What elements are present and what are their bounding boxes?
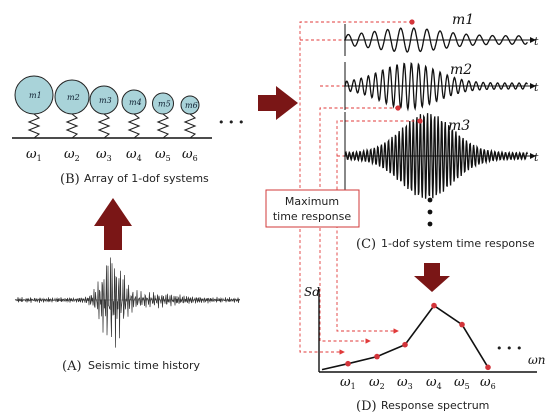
mass-label-4: m4 [129, 98, 142, 107]
seismic-signal [14, 257, 240, 348]
spectrum-tick-6: ω6 [480, 375, 496, 391]
spring-5 [156, 113, 170, 139]
right-arrow [258, 86, 298, 120]
frequency-label-4: ω4 [126, 147, 142, 163]
mass-array-ellipsis: • • • [218, 116, 244, 129]
continuation-dots [427, 197, 433, 227]
spring-4 [127, 113, 141, 139]
caption-b-text: Array of 1-dof systems [84, 172, 209, 185]
response-label-m3: m3 [448, 118, 470, 134]
spectrum-tick-1: ω1 [340, 375, 356, 391]
spring-6 [183, 113, 197, 139]
time-responses [344, 19, 536, 200]
response-m1-wave [344, 27, 528, 53]
max-response-text-line1: Maximum [285, 195, 339, 208]
caption-c-text: 1-dof system time response [381, 237, 535, 250]
spectrum-tick-3: ω3 [397, 375, 413, 391]
frequency-label-1: ω1 [26, 147, 42, 163]
spring-1 [27, 113, 41, 139]
dashed-connectors [299, 21, 420, 355]
spectrum-tick-2: ω2 [369, 375, 385, 391]
mass-array: m1 ω1 m2 ω2 m3 ω3 m4 ω4 m5 ω5 m6 ω6 [14, 75, 200, 163]
frequency-label-3: ω3 [96, 147, 112, 163]
max-response-text-line2: time response [273, 210, 352, 223]
response-label-m1: m1 [452, 12, 474, 28]
spectrum-line [347, 304, 489, 368]
response-axis-t-1: t [534, 35, 539, 48]
spectrum-point-6 [485, 364, 491, 371]
connector-m1 [299, 21, 412, 355]
spectrum-ylabel: Sd [304, 285, 320, 299]
response-m2-axis-arrow [530, 83, 536, 89]
spectrum-ellipsis: • • • [496, 342, 522, 355]
frequency-label-2: ω2 [64, 147, 80, 163]
spring-3 [97, 113, 111, 139]
response-m1-axis-arrow [530, 37, 536, 43]
spectrum-line-start [321, 362, 349, 371]
max-response-box [265, 189, 360, 228]
caption-b-letter: (B) [60, 172, 80, 187]
mass-label-1: m1 [29, 91, 42, 100]
response-label-m2: m2 [450, 62, 472, 78]
spectrum-chart: ω1 ω2 ω3 ω4 ω5 ω6 [321, 302, 496, 391]
spectrum-tick-4: ω4 [426, 375, 442, 391]
up-arrow [94, 198, 132, 250]
spectrum-point-1 [345, 360, 351, 367]
mass-label-3: m3 [99, 96, 112, 105]
frequency-label-6: ω6 [182, 147, 198, 163]
response-axis-t-3: t [534, 151, 539, 164]
mass-label-6: m6 [185, 101, 198, 110]
response-axis-t-2: t [534, 81, 539, 94]
spectrum-xlabel: ωn [528, 353, 546, 367]
mass-label-2: m2 [67, 93, 80, 102]
spring-2 [65, 113, 79, 139]
down-arrow [414, 263, 450, 292]
response-m3-axis-arrow [530, 153, 536, 159]
caption-c-letter: (C) [356, 237, 376, 252]
seismic-time-history [14, 257, 240, 348]
spectrum-point-4 [431, 302, 437, 309]
caption-a-letter: (A) [62, 359, 82, 374]
response-m2-wave [344, 61, 528, 112]
caption-a-text: Seismic time history [88, 359, 201, 372]
caption-d-text: Response spectrum [381, 399, 489, 412]
mass-label-5: m5 [158, 100, 171, 109]
spectrum-point-2 [374, 353, 380, 360]
response-m3-wave [344, 113, 529, 199]
spectrum-point-5 [459, 321, 465, 328]
frequency-label-5: ω5 [155, 147, 171, 163]
spectrum-point-3 [402, 341, 408, 348]
caption-d-letter: (D) [356, 399, 377, 414]
spectrum-tick-5: ω5 [454, 375, 470, 391]
